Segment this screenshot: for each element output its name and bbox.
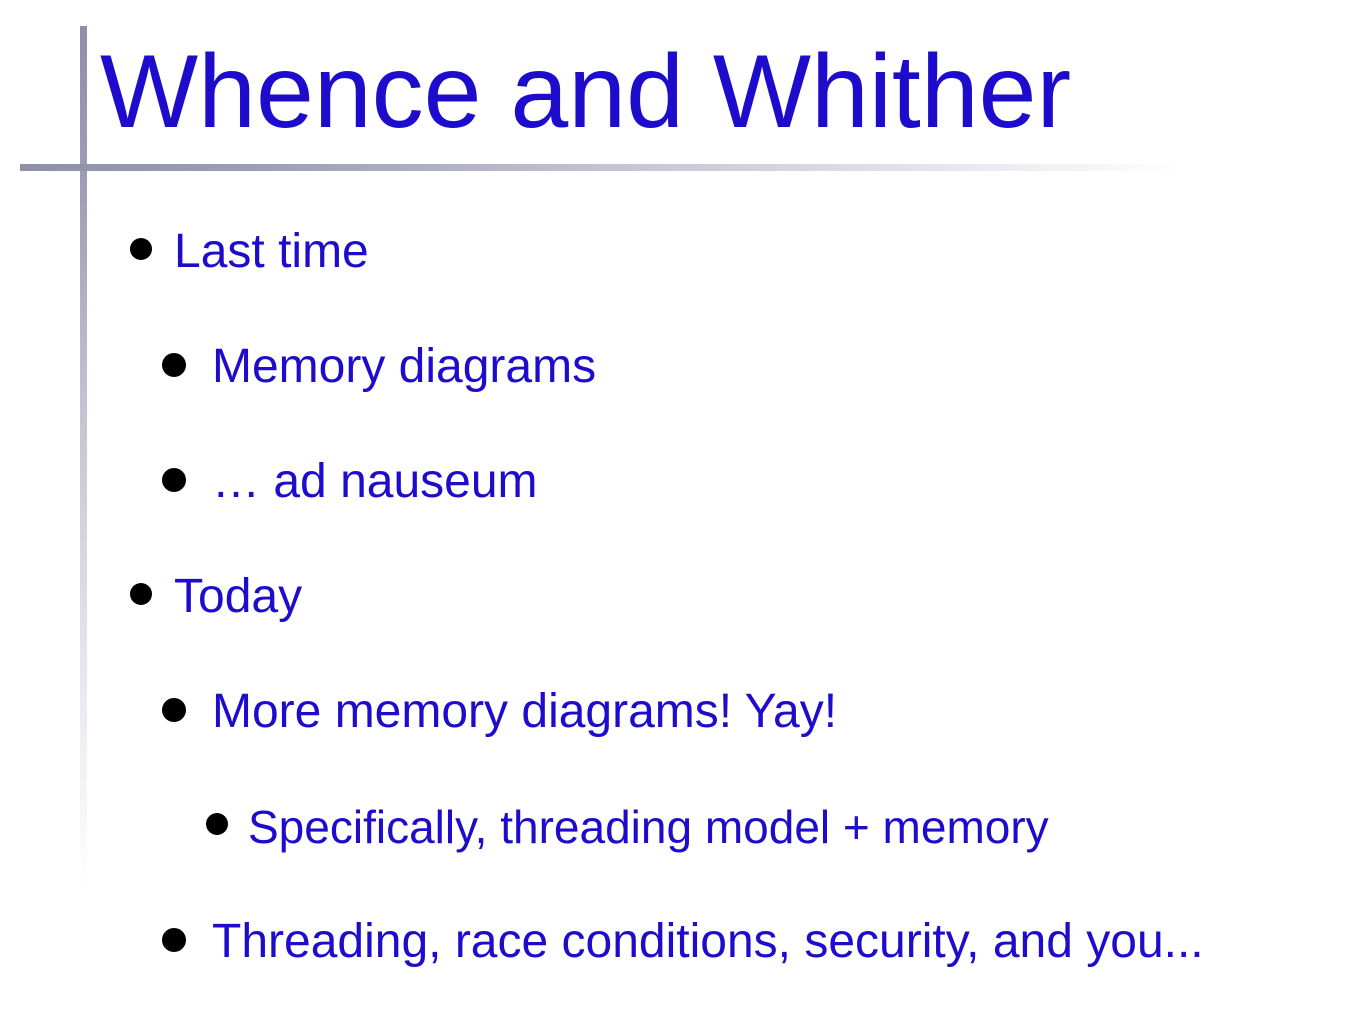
slide-title: Whence and Whither	[100, 34, 1072, 150]
bullet-text: Last time	[174, 225, 369, 278]
bullet-dot-icon	[130, 583, 152, 605]
bullet-text: More memory diagrams! Yay!	[212, 685, 838, 738]
bullet-dot-icon	[162, 468, 186, 492]
bullet-dot-icon	[162, 353, 186, 377]
bullet-text: Specifically, threading model + memory	[248, 801, 1049, 853]
bullet-ad-nauseum: … ad nauseum	[162, 454, 538, 510]
bullet-text: … ad nauseum	[212, 455, 538, 508]
bullet-dot-icon	[162, 928, 186, 952]
bullet-today: Today	[130, 569, 303, 625]
bullet-dot-icon	[206, 813, 228, 835]
bullet-text: Today	[174, 570, 303, 623]
bullet-text: Threading, race conditions, security, an…	[212, 915, 1204, 968]
vertical-rule	[80, 26, 87, 886]
bullet-threading-race-security: Threading, race conditions, security, an…	[162, 914, 1204, 970]
bullet-dot-icon	[130, 238, 152, 260]
bullet-more-memory-diagrams: More memory diagrams! Yay!	[162, 684, 838, 740]
bullet-memory-diagrams: Memory diagrams	[162, 339, 597, 395]
bullet-text: Memory diagrams	[212, 340, 597, 393]
bullet-last-time: Last time	[130, 224, 369, 280]
bullet-threading-model: Specifically, threading model + memory	[206, 799, 1049, 855]
horizontal-rule	[20, 164, 1180, 171]
bullet-dot-icon	[162, 698, 186, 722]
